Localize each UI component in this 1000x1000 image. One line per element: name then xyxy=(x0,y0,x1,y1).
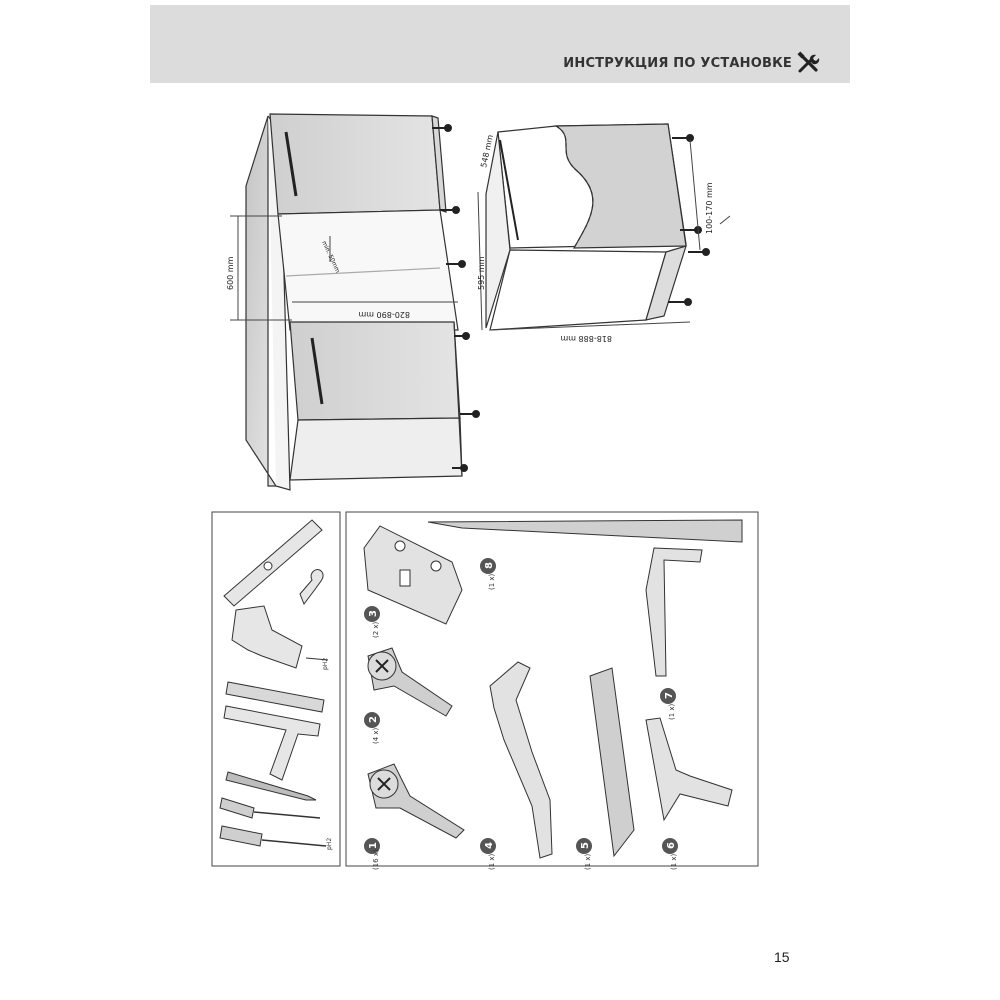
page-title: ИНСТРУКЦИЯ ПО УСТАНОВКЕ xyxy=(563,56,792,71)
pencil-icon xyxy=(225,771,317,801)
part-number: 4 xyxy=(484,842,495,849)
screwdriver-icon xyxy=(219,825,263,847)
part-number-badge xyxy=(480,558,496,574)
part-qty: (1 x) xyxy=(668,703,676,720)
angle-bracket-icon xyxy=(645,547,703,677)
bracket-icon xyxy=(363,525,463,625)
appliance-niche xyxy=(277,209,459,331)
part-qty: (4 x) xyxy=(372,727,380,744)
spirit-level-icon xyxy=(223,519,323,607)
part-qty: (1 x) xyxy=(670,853,678,870)
wrench-icon xyxy=(299,569,324,606)
niche-width-label: 820-890 mm xyxy=(358,310,410,319)
cabinet-height-label: 600 mm xyxy=(226,256,235,290)
bit-label: pH2 xyxy=(322,658,329,670)
part-number-badge xyxy=(364,838,380,854)
cabinet-feet xyxy=(432,124,480,472)
appliance-feet xyxy=(668,134,710,306)
mounting-bracket-icon xyxy=(645,717,733,822)
cabinet-side-panel xyxy=(245,115,278,487)
part-number-badge xyxy=(576,838,592,854)
part-qty: (1 x) xyxy=(488,853,496,870)
parts-illustrations xyxy=(363,519,743,859)
part-qty: (1 x) xyxy=(488,573,496,590)
parts-panel xyxy=(345,511,759,867)
appliance-dimension-lines xyxy=(477,139,731,331)
height-595-label: 595 mm xyxy=(477,256,486,290)
part-qty: (2 x) xyxy=(372,621,380,638)
cabinet-drawing xyxy=(245,113,463,491)
part-number-badge xyxy=(662,838,678,854)
leg-range-label: 100-170 mm xyxy=(705,182,714,234)
part-number: 7 xyxy=(664,692,675,699)
header-band: ИНСТРУКЦИЯ ПО УСТАНОВКЕ xyxy=(150,5,850,83)
try-square-icon xyxy=(223,705,321,781)
bit-label: pH2 xyxy=(326,838,333,850)
part-labels: 1 (16 x) 2 (4 x) 3 (2 x) 4 (1 x) 5 (1 x)… xyxy=(364,558,678,870)
cabinet-dimension-lines xyxy=(230,215,458,321)
drill-icon xyxy=(231,605,303,669)
upper-door xyxy=(269,113,441,215)
ruler-icon xyxy=(225,681,325,713)
part-number-badge xyxy=(364,606,380,622)
part-number-badge xyxy=(660,688,676,704)
width-818-label: 818-888 mm xyxy=(560,334,612,343)
part-number: 6 xyxy=(666,842,677,849)
appliance-drawing xyxy=(485,123,687,331)
part-qty: (16 x) xyxy=(372,849,380,870)
part-number: 8 xyxy=(484,562,495,569)
rail-icon xyxy=(489,661,553,859)
part-qty: (1 x) xyxy=(584,853,592,870)
part-number: 1 xyxy=(368,842,379,849)
vent-grille-icon xyxy=(589,667,635,858)
part-number: 2 xyxy=(368,716,379,723)
tools-icon xyxy=(797,51,820,73)
tools-illustrations xyxy=(219,519,329,847)
tools-panel xyxy=(211,511,341,867)
part-number: 3 xyxy=(368,610,379,617)
part-number: 5 xyxy=(580,842,591,849)
sealing-strip-icon xyxy=(427,519,743,543)
part-number-badge xyxy=(480,838,496,854)
page-number: 15 xyxy=(774,949,790,965)
screwdriver-icon xyxy=(219,797,255,819)
part-number-badge xyxy=(364,712,380,728)
